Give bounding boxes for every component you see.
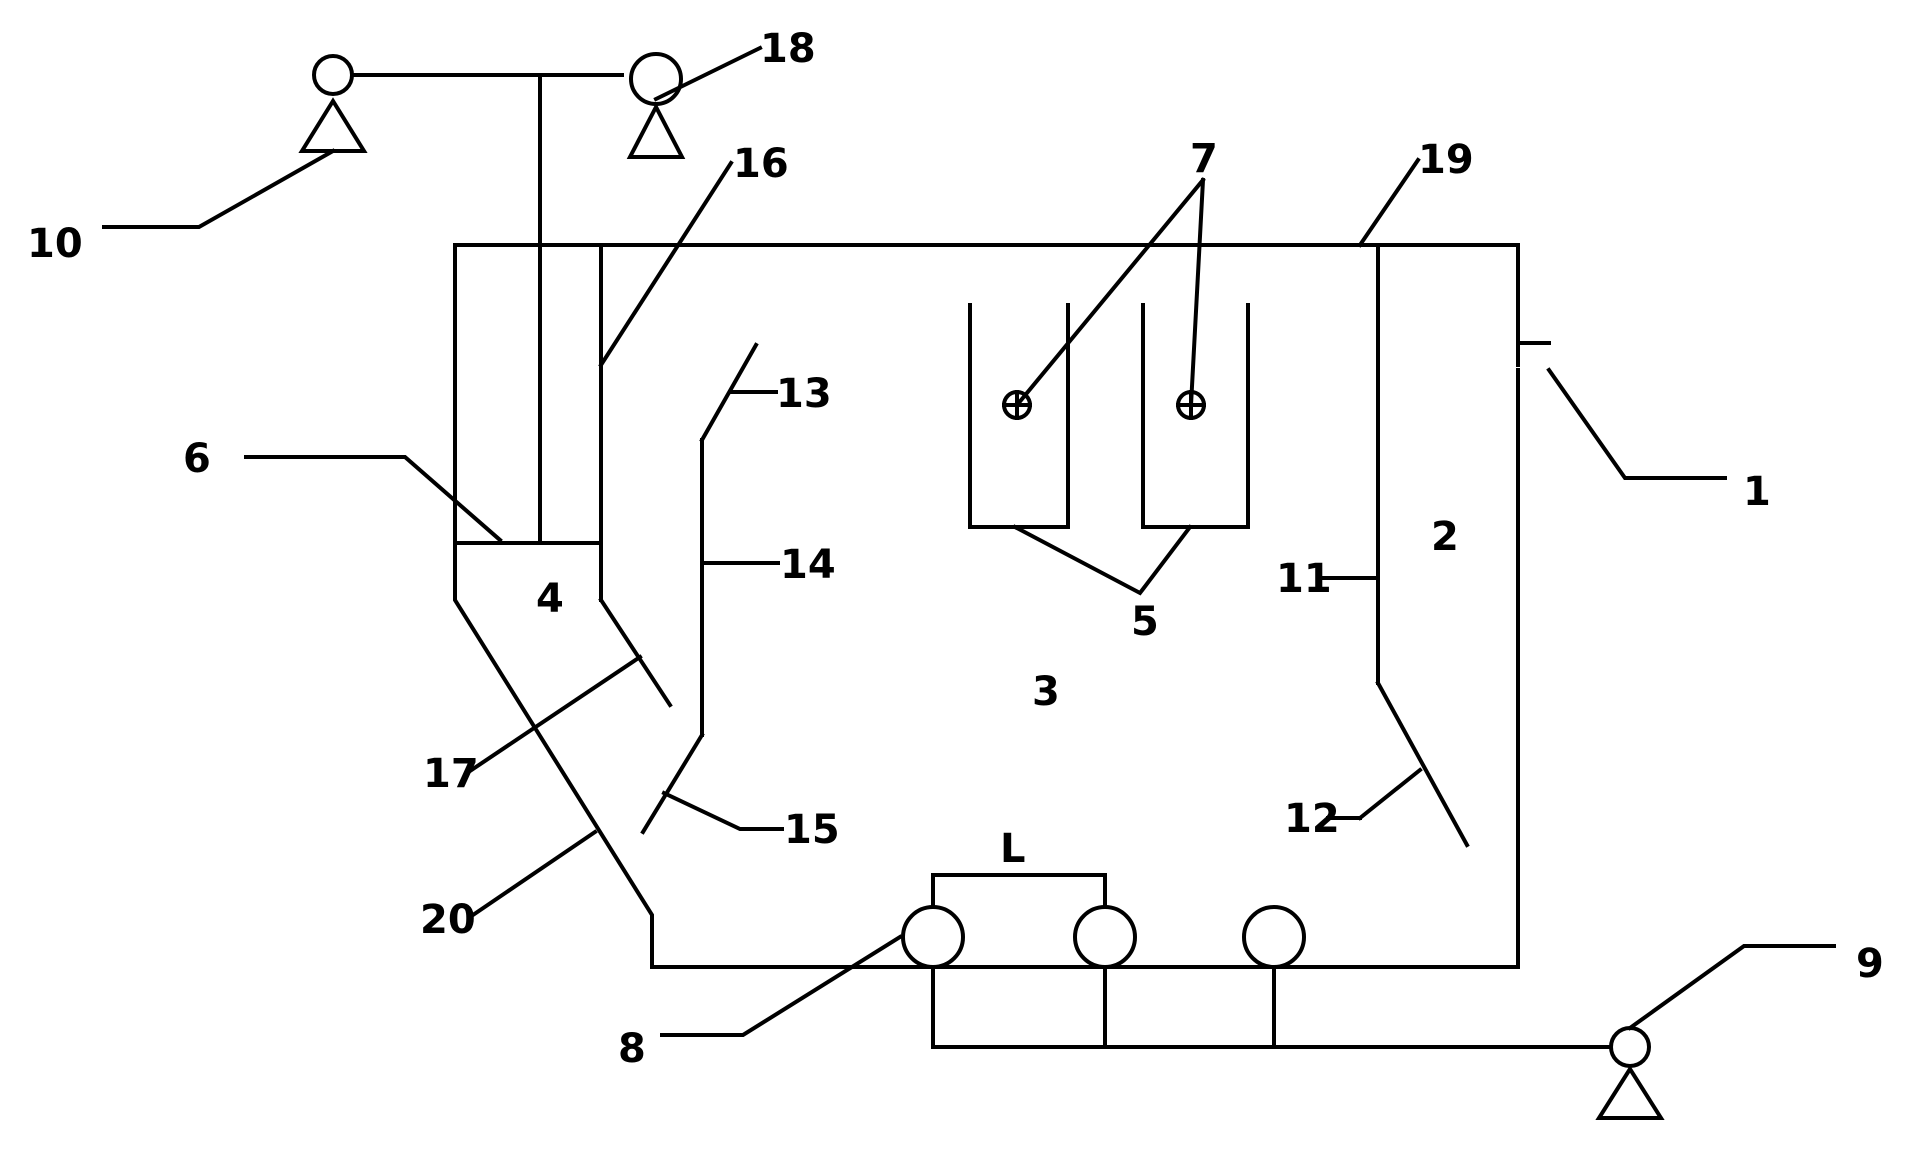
label-18: 18 (760, 26, 816, 72)
labels: 1 2 3 4 5 6 7 8 9 10 11 12 13 14 15 16 1… (27, 26, 1884, 1072)
leader-16 (598, 160, 734, 368)
label-13: 13 (776, 371, 832, 417)
leader-18 (653, 45, 763, 102)
leader-17 (464, 654, 643, 776)
spacing-bracket (931, 873, 1107, 909)
baffle-bottom-lip (640, 732, 705, 835)
label-12: 12 (1284, 796, 1340, 842)
leader-9 (1627, 944, 1836, 1031)
label-9: 9 (1856, 941, 1884, 987)
label-8: 8 (618, 1026, 646, 1072)
label-3: 3 (1032, 669, 1060, 715)
label-4: 4 (536, 576, 564, 622)
label-2: 2 (1431, 514, 1459, 560)
label-L: L (1000, 826, 1026, 872)
baffle-top-lip (699, 342, 759, 443)
leader-10 (102, 148, 336, 229)
label-11: 11 (1276, 556, 1332, 602)
label-5: 5 (1131, 599, 1159, 645)
leader-6 (244, 455, 503, 543)
settler-deflector (598, 597, 673, 708)
aerator-1-icon (901, 905, 965, 969)
bottom-aeration (901, 873, 1665, 1120)
leader-5 (1012, 524, 1193, 596)
return-pump-icon (626, 52, 686, 159)
tank-outline (453, 243, 1551, 969)
baffle (640, 342, 759, 835)
label-1: 1 (1743, 469, 1771, 515)
aerator-3-icon (1242, 905, 1306, 969)
leader-7a (1014, 177, 1206, 408)
aerator-2-icon (1073, 905, 1137, 969)
bottom-blower-icon (1595, 1026, 1665, 1120)
leader-8 (660, 934, 903, 1037)
label-20: 20 (420, 897, 476, 943)
top-piping (298, 52, 686, 159)
label-14: 14 (780, 542, 836, 588)
top-pump-icon (298, 54, 368, 153)
label-17: 17 (423, 751, 479, 797)
label-6: 6 (183, 436, 211, 482)
label-19: 19 (1418, 137, 1474, 183)
partition-deflector (1375, 680, 1470, 848)
leader-12 (1357, 767, 1423, 821)
tank-wall (453, 243, 1520, 969)
leader-15 (661, 790, 784, 831)
leader-19 (1357, 157, 1421, 248)
label-16: 16 (733, 141, 789, 187)
label-10: 10 (27, 221, 83, 267)
settling-compartment (453, 73, 673, 708)
right-partition (1375, 243, 1470, 848)
leader-7b (1188, 177, 1206, 408)
leader-1 (1546, 367, 1727, 480)
leader-20 (467, 829, 598, 920)
tube-group-right (1141, 303, 1250, 529)
label-15: 15 (784, 807, 840, 853)
label-7: 7 (1190, 136, 1218, 182)
tube-groups (968, 303, 1250, 529)
leader-lines (102, 45, 1836, 1037)
